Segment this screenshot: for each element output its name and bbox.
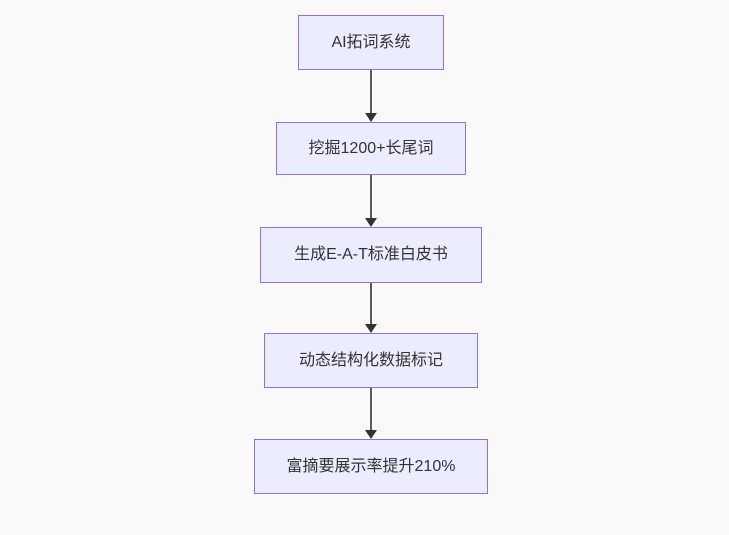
flow-edge-4 [365,388,377,439]
flow-edge-1 [365,70,377,122]
flow-node-label: 挖掘1200+长尾词 [308,139,434,157]
arrow-down-icon [365,218,377,227]
flow-node-label: 生成E-A-T标准白皮书 [294,246,448,263]
arrow-down-icon [365,430,377,439]
flow-node-label: 富摘要展示率提升210% [286,457,456,475]
arrow-down-icon [365,324,377,333]
flow-edge-3 [365,283,377,333]
arrow-line [370,388,372,430]
flow-edge-2 [365,175,377,227]
flow-node-rich-snippet-rate-increase: 富摘要展示率提升210% [254,439,488,494]
arrow-line [370,70,372,113]
flow-node-label: 动态结构化数据标记 [298,351,443,369]
flow-node-label: AI拓词系统 [331,33,411,51]
arrow-line [370,175,372,218]
flow-node-generate-eat-whitepaper: 生成E-A-T标准白皮书 [260,227,482,283]
flow-node-dynamic-structured-data-markup: 动态结构化数据标记 [264,333,478,388]
flow-node-ai-word-expansion-system: AI拓词系统 [298,15,444,70]
flow-node-mine-longtail-keywords: 挖掘1200+长尾词 [276,122,466,175]
arrow-down-icon [365,113,377,122]
arrow-line [370,283,372,324]
